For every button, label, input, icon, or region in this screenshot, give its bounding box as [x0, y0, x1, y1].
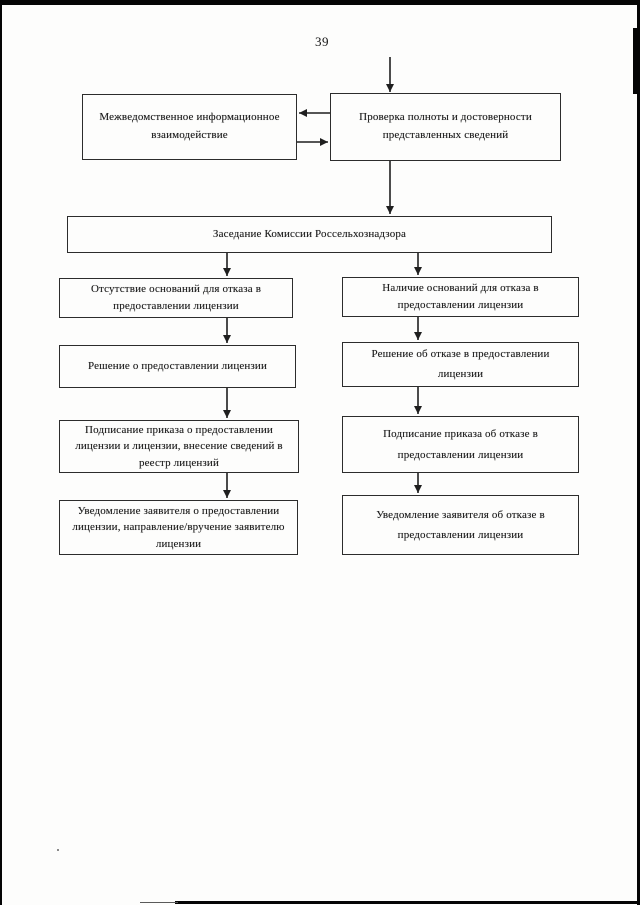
node-refusal-grounds: Наличие оснований для отказа в предостав… — [342, 277, 579, 317]
page-number: 39 — [315, 34, 329, 49]
scan-artifact-bottom-smudge — [140, 901, 178, 904]
node-completeness-check: Проверка полноты и достоверности предста… — [330, 93, 561, 161]
scan-artifact-bottom-edge — [175, 901, 640, 904]
node-refusal-notification: Уведомление заявителя об отказе в предос… — [342, 495, 579, 555]
node-grant-notification: Уведомление заявителя о предоставлении л… — [59, 500, 298, 555]
node-interagency-cooperation: Межведомственное информационное взаимоде… — [82, 94, 297, 160]
node-commission-meeting: Заседание Комиссии Россельхознадзора — [67, 216, 552, 253]
scan-speck — [57, 849, 59, 851]
scan-artifact-top-edge — [0, 0, 640, 5]
node-grant-order-signing: Подписание приказа о предоставлении лице… — [59, 420, 299, 473]
scan-artifact-right-blotch — [633, 28, 640, 94]
node-grant-decision: Решение о предоставлении лицензии — [59, 345, 296, 388]
scan-artifact-right-edge — [636, 0, 640, 905]
node-refusal-order-signing: Подписание приказа об отказе в предостав… — [342, 416, 579, 473]
node-refusal-decision: Решение об отказе в предоставлении лицен… — [342, 342, 579, 387]
node-no-refusal-grounds: Отсутствие оснований для отказа в предос… — [59, 278, 293, 318]
scan-artifact-left-edge — [0, 0, 2, 905]
